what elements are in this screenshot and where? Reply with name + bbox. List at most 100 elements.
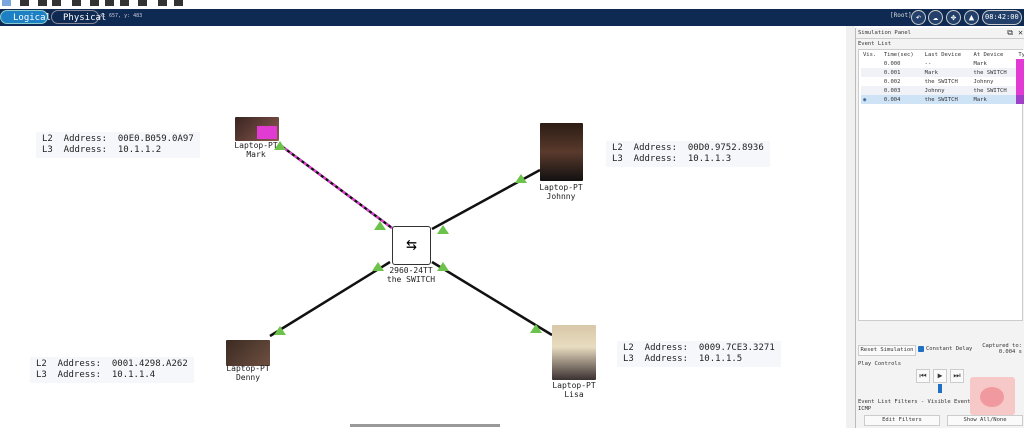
clock-button[interactable] (982, 10, 1022, 25)
panel-title: Simulation Panel (858, 30, 911, 36)
logical-workspace[interactable]: L2 Address: 00E0.B059.0A97 L3 Address: 1… (0, 26, 845, 428)
undock-icon[interactable]: ⧉ (1007, 28, 1013, 37)
link-status-icon (374, 221, 386, 230)
type-color (1016, 95, 1024, 104)
links (269, 141, 553, 338)
play-button[interactable]: ▶ (933, 369, 947, 383)
l2-address: 00D0.9752.8936 (687, 143, 764, 153)
l3-address: 10.1.1.5 (698, 354, 743, 364)
add-pdu-icon[interactable] (158, 0, 167, 6)
link-status-icon (515, 174, 527, 183)
pen-tool-icon[interactable] (138, 0, 147, 6)
address-box-johnny: L2 Address: 00D0.9752.8936 L3 Address: 1… (606, 141, 770, 167)
link-status-icon (437, 225, 449, 234)
link-status-icon (274, 141, 286, 150)
captured-to: Captured to:0.004 s (982, 343, 1022, 355)
l3-label: L3 Address: (612, 154, 678, 164)
tab-logical[interactable]: Logical (0, 10, 51, 24)
inspect-tool-icon[interactable] (52, 0, 61, 6)
filters-title: Event List Filters - Visible Events (858, 399, 974, 405)
workspace-bar: Logical Physical x: 657, y: 483 [Root] ↶… (0, 9, 1024, 26)
ellipse-tool-icon[interactable] (120, 0, 129, 6)
move-icon[interactable]: ✥ (946, 10, 961, 25)
step-back-button[interactable]: ⏮ (916, 369, 930, 383)
sim-time: 08:42:00 (985, 13, 1019, 21)
col-time[interactable]: Time(sec) (883, 51, 914, 58)
l3-address: 10.1.1.4 (111, 370, 156, 380)
tab-physical[interactable]: Physical (51, 10, 106, 24)
l2-address: 0009.7CE3.3271 (698, 343, 775, 353)
l2-address: 00E0.B059.0A97 (117, 134, 194, 144)
step-forward-button[interactable]: ⏭ (950, 369, 964, 383)
top-toolbar (0, 0, 1024, 9)
l2-label: L2 Address: (612, 143, 678, 153)
vertical-scrollbar[interactable] (846, 26, 855, 428)
draw-tool-icon[interactable] (90, 0, 99, 6)
cursor-coordinates: x: 657, y: 483 (100, 13, 143, 19)
l2-address: 0001.4298.A262 (111, 359, 188, 369)
type-color (1016, 68, 1024, 77)
link-denny-switch (269, 260, 391, 338)
background-icon[interactable]: ▲ (964, 10, 979, 25)
complex-pdu-icon[interactable] (174, 0, 183, 6)
tab-logical-label: Logical (13, 13, 51, 23)
envelope-pdu-icon[interactable] (257, 126, 277, 139)
type-color (1016, 86, 1024, 95)
link-status-icon (530, 324, 542, 333)
speed-slider[interactable] (938, 384, 942, 393)
select-tool-icon[interactable] (2, 0, 11, 6)
link-lisa-switch (431, 260, 553, 337)
constant-delay-label: Constant Delay (926, 346, 973, 352)
device-johnny[interactable] (540, 123, 583, 181)
link-status-icon (274, 326, 286, 335)
table-header: Vis. Time(sec) Last Device At Device Ty (861, 50, 1024, 59)
panel-header: Simulation Panel ⧉ ✕ (856, 28, 1024, 39)
reset-simulation-button[interactable]: Reset Simulation (858, 345, 916, 356)
switch-icon[interactable]: ⇆ (392, 226, 431, 265)
col-last-device[interactable]: Last Device (924, 51, 962, 58)
address-box-lisa: L2 Address: 0009.7CE3.3271 L3 Address: 1… (617, 341, 781, 367)
col-type[interactable]: Ty (1018, 51, 1024, 58)
address-box-mark: L2 Address: 00E0.B059.0A97 L3 Address: 1… (36, 132, 200, 158)
l3-label: L3 Address: (623, 354, 689, 364)
l2-label: L2 Address: (42, 134, 108, 144)
play-controls-title: Play Controls (858, 361, 902, 367)
pdu-path (279, 143, 393, 230)
link-status-icon (372, 262, 384, 271)
l3-label: L3 Address: (42, 145, 108, 155)
back-icon[interactable]: ↶ (911, 10, 926, 25)
close-icon[interactable]: ✕ (1018, 28, 1023, 37)
edit-filters-button[interactable]: Edit Filters (864, 415, 940, 426)
col-at-device[interactable]: At Device (973, 51, 1004, 58)
eye-icon[interactable]: ◉ (861, 95, 882, 104)
horizontal-scrollbar[interactable] (350, 424, 500, 427)
note-tool-icon[interactable] (72, 0, 81, 6)
constant-delay-checkbox[interactable] (918, 346, 924, 352)
pig-sticker-icon (970, 377, 1015, 415)
cloud-icon[interactable]: ☁ (928, 10, 943, 25)
device-lisa[interactable] (552, 325, 596, 380)
col-vis[interactable]: Vis. (863, 51, 877, 58)
event-list: Vis. Time(sec) Last Device At Device Ty 0.00… (858, 49, 1024, 321)
device-denny[interactable] (226, 340, 270, 366)
simulation-panel: Simulation Panel⧉✕ Event List Vis.Time(s… (855, 28, 1024, 428)
root-label[interactable]: [Root] (890, 12, 912, 19)
delete-tool-icon[interactable] (38, 0, 47, 6)
tab-physical-label: Physical (63, 13, 107, 23)
shape-tool-icon[interactable] (105, 0, 114, 6)
type-color (1016, 59, 1024, 68)
search-tool-icon[interactable] (20, 0, 29, 6)
link-status-icon (437, 262, 449, 271)
table-row[interactable]: 0.000--Mark (861, 59, 1024, 68)
show-all-none-button[interactable]: Show All/None (947, 415, 1023, 426)
l2-label: L2 Address: (36, 359, 102, 369)
